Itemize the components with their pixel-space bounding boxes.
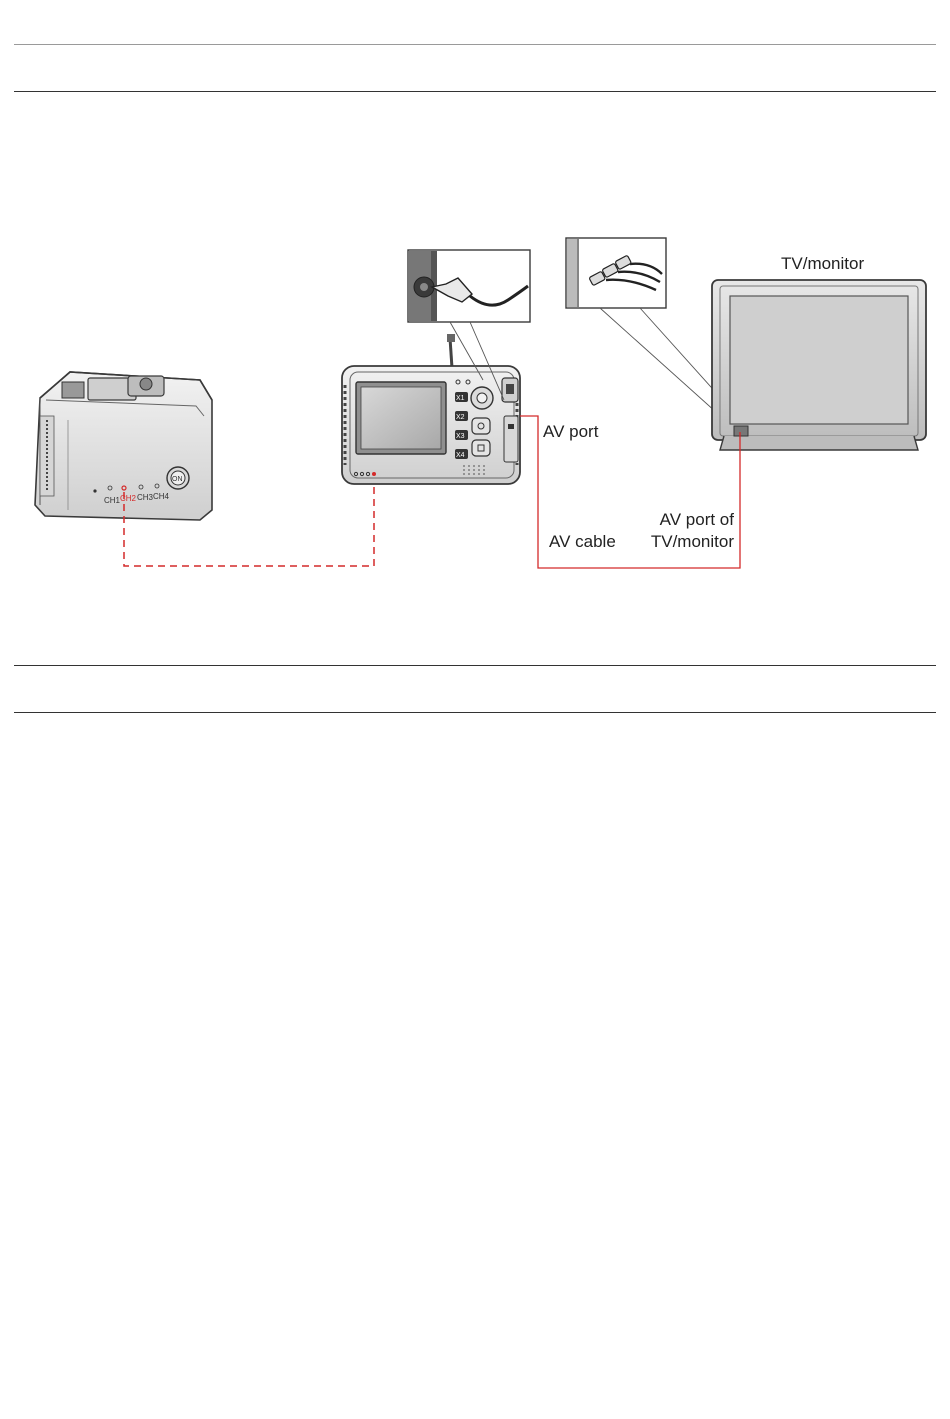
tv-av-port-label-line1: AV port of [652, 510, 734, 530]
camera-channel-label-3: CH3 [137, 493, 154, 502]
handheld-monitor: X1 X2 X3 X4 [342, 334, 520, 484]
footer-rule-bottom [14, 712, 936, 713]
camera-channel-label-4: CH4 [153, 492, 170, 501]
footer-rule-top [14, 665, 936, 666]
tv-av-port-label-line2: TV/monitor [640, 532, 734, 552]
av-cable-label: AV cable [549, 532, 616, 552]
camera-channel-label-2: CH2 [120, 494, 137, 503]
tv-monitor [712, 280, 926, 450]
header-rule-bottom [14, 91, 936, 92]
camera-channel-label-1: CH1 [104, 496, 121, 505]
header-rule-top [14, 44, 936, 45]
tv-monitor-label: TV/monitor [781, 254, 864, 274]
monitor-button-label-3: X3 [456, 433, 465, 440]
connection-diagram-svg: CH1 CH2 CH3 CH4 ON [0, 220, 950, 580]
monitor-button-label-2: X2 [456, 414, 465, 421]
monitor-button-label-1: X1 [456, 395, 465, 402]
camera-power-button-label: ON [172, 476, 183, 483]
av-port-label: AV port [543, 422, 598, 442]
monitor-button-label-4: X4 [456, 452, 465, 459]
connection-diagram: CH1 CH2 CH3 CH4 ON [0, 220, 950, 580]
